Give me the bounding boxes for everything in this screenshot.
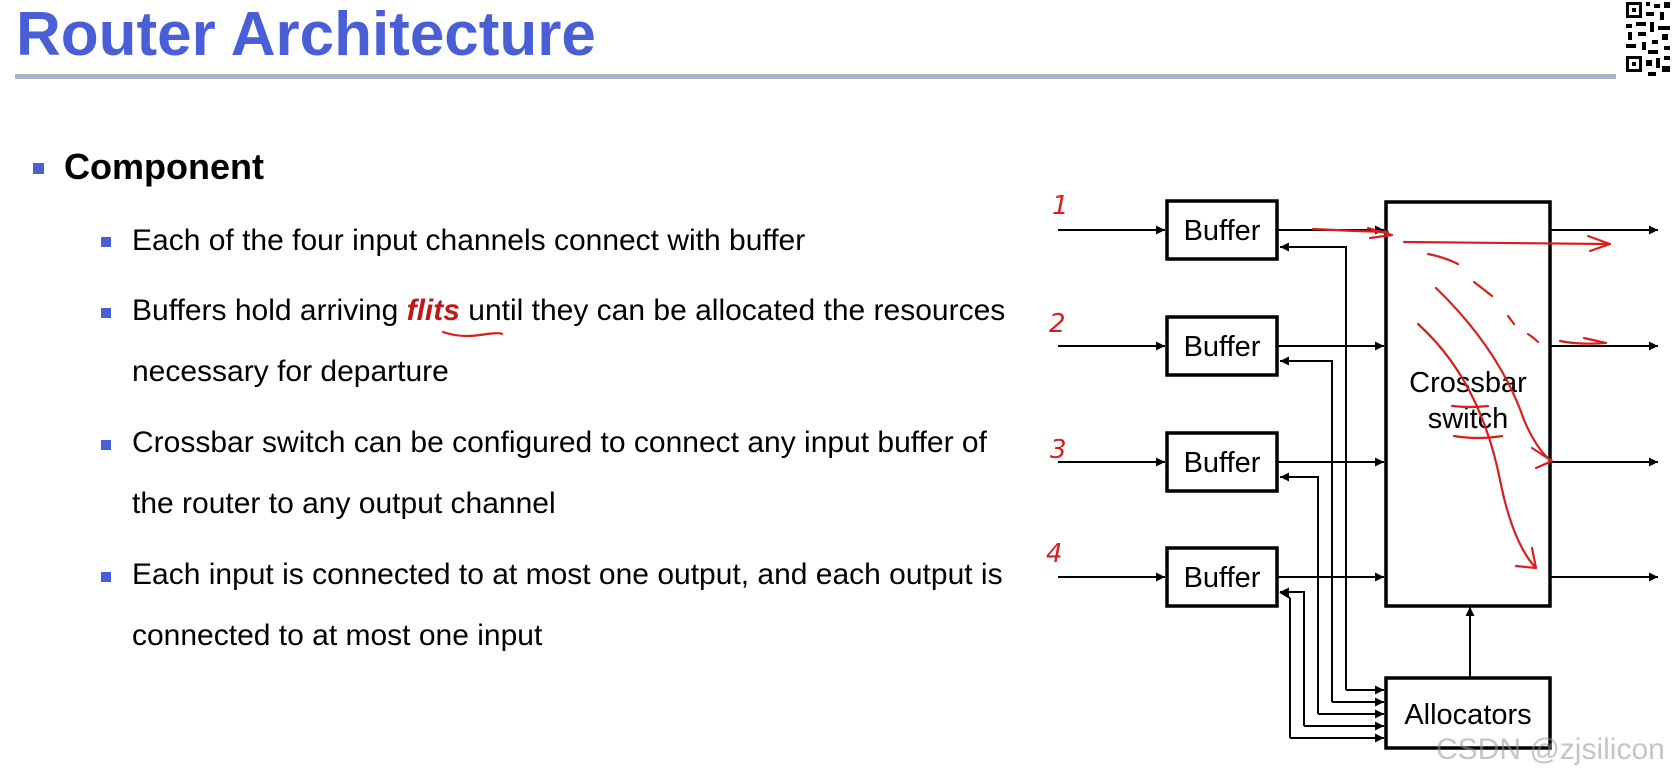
allocators-box	[1384, 676, 1552, 750]
buffer-label: Buffer	[1184, 215, 1261, 247]
bullet-marker	[101, 237, 111, 247]
buffer-box	[1165, 546, 1279, 608]
bullet-text: Crossbar switch can be configured to con…	[132, 426, 987, 520]
allocator-signal-lines	[1279, 242, 1384, 743]
bullet-marker	[101, 572, 111, 582]
annotation-number-3: 3	[1050, 435, 1067, 465]
crossbar-label-line2: switch	[1428, 403, 1509, 435]
bullet-text: Buffers hold arriving	[132, 294, 407, 327]
bullet-item: Each of the four input channels connect …	[132, 210, 1012, 271]
allocators-label: Allocators	[1404, 699, 1531, 731]
router-architecture-diagram: Crossbar switch Allocators Buffer Buffer…	[1046, 191, 1658, 750]
qr-code-icon	[1626, 2, 1670, 76]
buffer-box	[1165, 199, 1279, 261]
bullet-marker	[101, 308, 111, 318]
bullet-item: Each input is connected to at most one o…	[132, 544, 1012, 666]
crossbar-switch-box	[1384, 200, 1552, 608]
bullet-item: Buffers hold arriving flits until they c…	[132, 280, 1012, 402]
bullet-item: Crossbar switch can be configured to con…	[132, 412, 1012, 534]
slide-title: Router Architecture	[16, 0, 596, 69]
buffer-box	[1165, 431, 1279, 493]
bullet-marker	[101, 440, 111, 450]
watermark-text: CSDN @zjsilicon	[1436, 733, 1665, 766]
buffer-label: Buffer	[1184, 447, 1261, 479]
buffer-box	[1165, 315, 1279, 377]
input-channel-2: Buffer	[1058, 315, 1658, 377]
buffer-label: Buffer	[1184, 331, 1261, 363]
annotation-number-2: 2	[1049, 309, 1066, 339]
heading-bullet	[33, 163, 44, 174]
annotation-number-4: 4	[1046, 539, 1063, 569]
input-channel-3: Buffer	[1058, 431, 1658, 493]
title-underline	[15, 74, 1616, 79]
bullet-text: until they can be allocated the resource…	[132, 294, 1006, 388]
input-channel-1: Buffer	[1058, 199, 1658, 261]
bullet-text: Each input is connected to at most one o…	[132, 558, 1003, 652]
flits-term: flits	[406, 294, 460, 327]
component-heading: Component	[64, 146, 264, 187]
handwritten-annotations	[1311, 226, 1612, 570]
flits-underline-annotation	[441, 330, 504, 338]
input-channel-4: Buffer	[1058, 546, 1658, 608]
bullet-text: Each of the four input channels connect …	[132, 224, 806, 257]
annotation-number-1: 1	[1052, 191, 1069, 221]
buffer-label: Buffer	[1184, 562, 1261, 594]
